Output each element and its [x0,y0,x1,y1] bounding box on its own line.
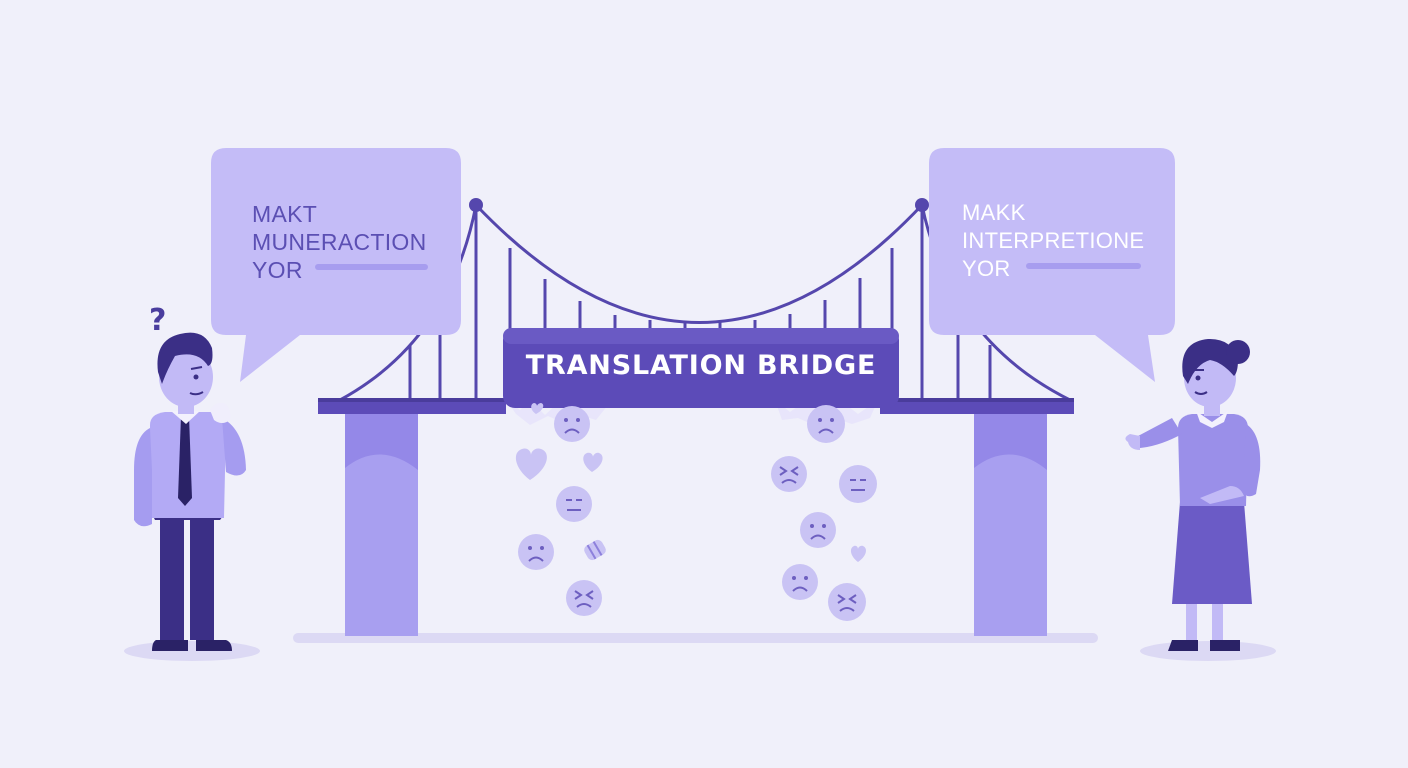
cable-anchor-right [915,198,929,212]
left-bubble-line-2: MUNERACTION [252,229,427,255]
sad-face-icon [807,405,845,443]
right-person-shadow [1140,641,1276,661]
ground-line [293,633,1098,643]
right-pillar [974,414,1047,636]
sad-face-icon [518,534,554,570]
frustrated-face-icon [566,580,602,616]
wrapped-icon [584,539,606,561]
sad-face-icon [782,564,818,600]
right-person-woman [1125,338,1276,661]
cable-anchor-left [469,198,483,212]
falling-emotions-left [515,403,606,616]
left-bubble-underline [315,264,428,270]
left-person-shadow [124,641,260,661]
sad-face-icon [800,512,836,548]
frustrated-face-icon [828,583,866,621]
question-mark: ? [149,303,166,338]
left-bubble-line-3: YOR [252,257,303,283]
right-bubble-line-2: INTERPRETIONE [962,228,1144,253]
right-bubble-line-1: MAKK [962,200,1026,225]
heart-icon [515,448,547,480]
heart-icon [531,403,544,414]
right-bubble-underline [1026,263,1141,269]
left-person-confused-man: ? [124,303,260,661]
frustrated-face-icon [771,456,807,492]
heart-icon [850,545,866,562]
banner-title: TRANSLATION BRIDGE [526,350,876,381]
translation-bridge-banner: TRANSLATION BRIDGE [503,328,899,408]
right-bubble-line-3: YOR [962,256,1011,281]
bridge-deck [318,398,1074,414]
falling-emotions-right [771,405,877,621]
right-speech-bubble: MAKK INTERPRETIONE YOR [929,148,1175,382]
left-speech-bubble: MAKT MUNERACTION YOR [211,148,461,382]
neutral-face-icon [839,465,877,503]
heart-icon [583,452,603,472]
left-bubble-line-1: MAKT [252,201,317,227]
left-pillar [345,414,418,636]
neutral-face-icon [556,486,592,522]
sad-face-icon [554,406,590,442]
